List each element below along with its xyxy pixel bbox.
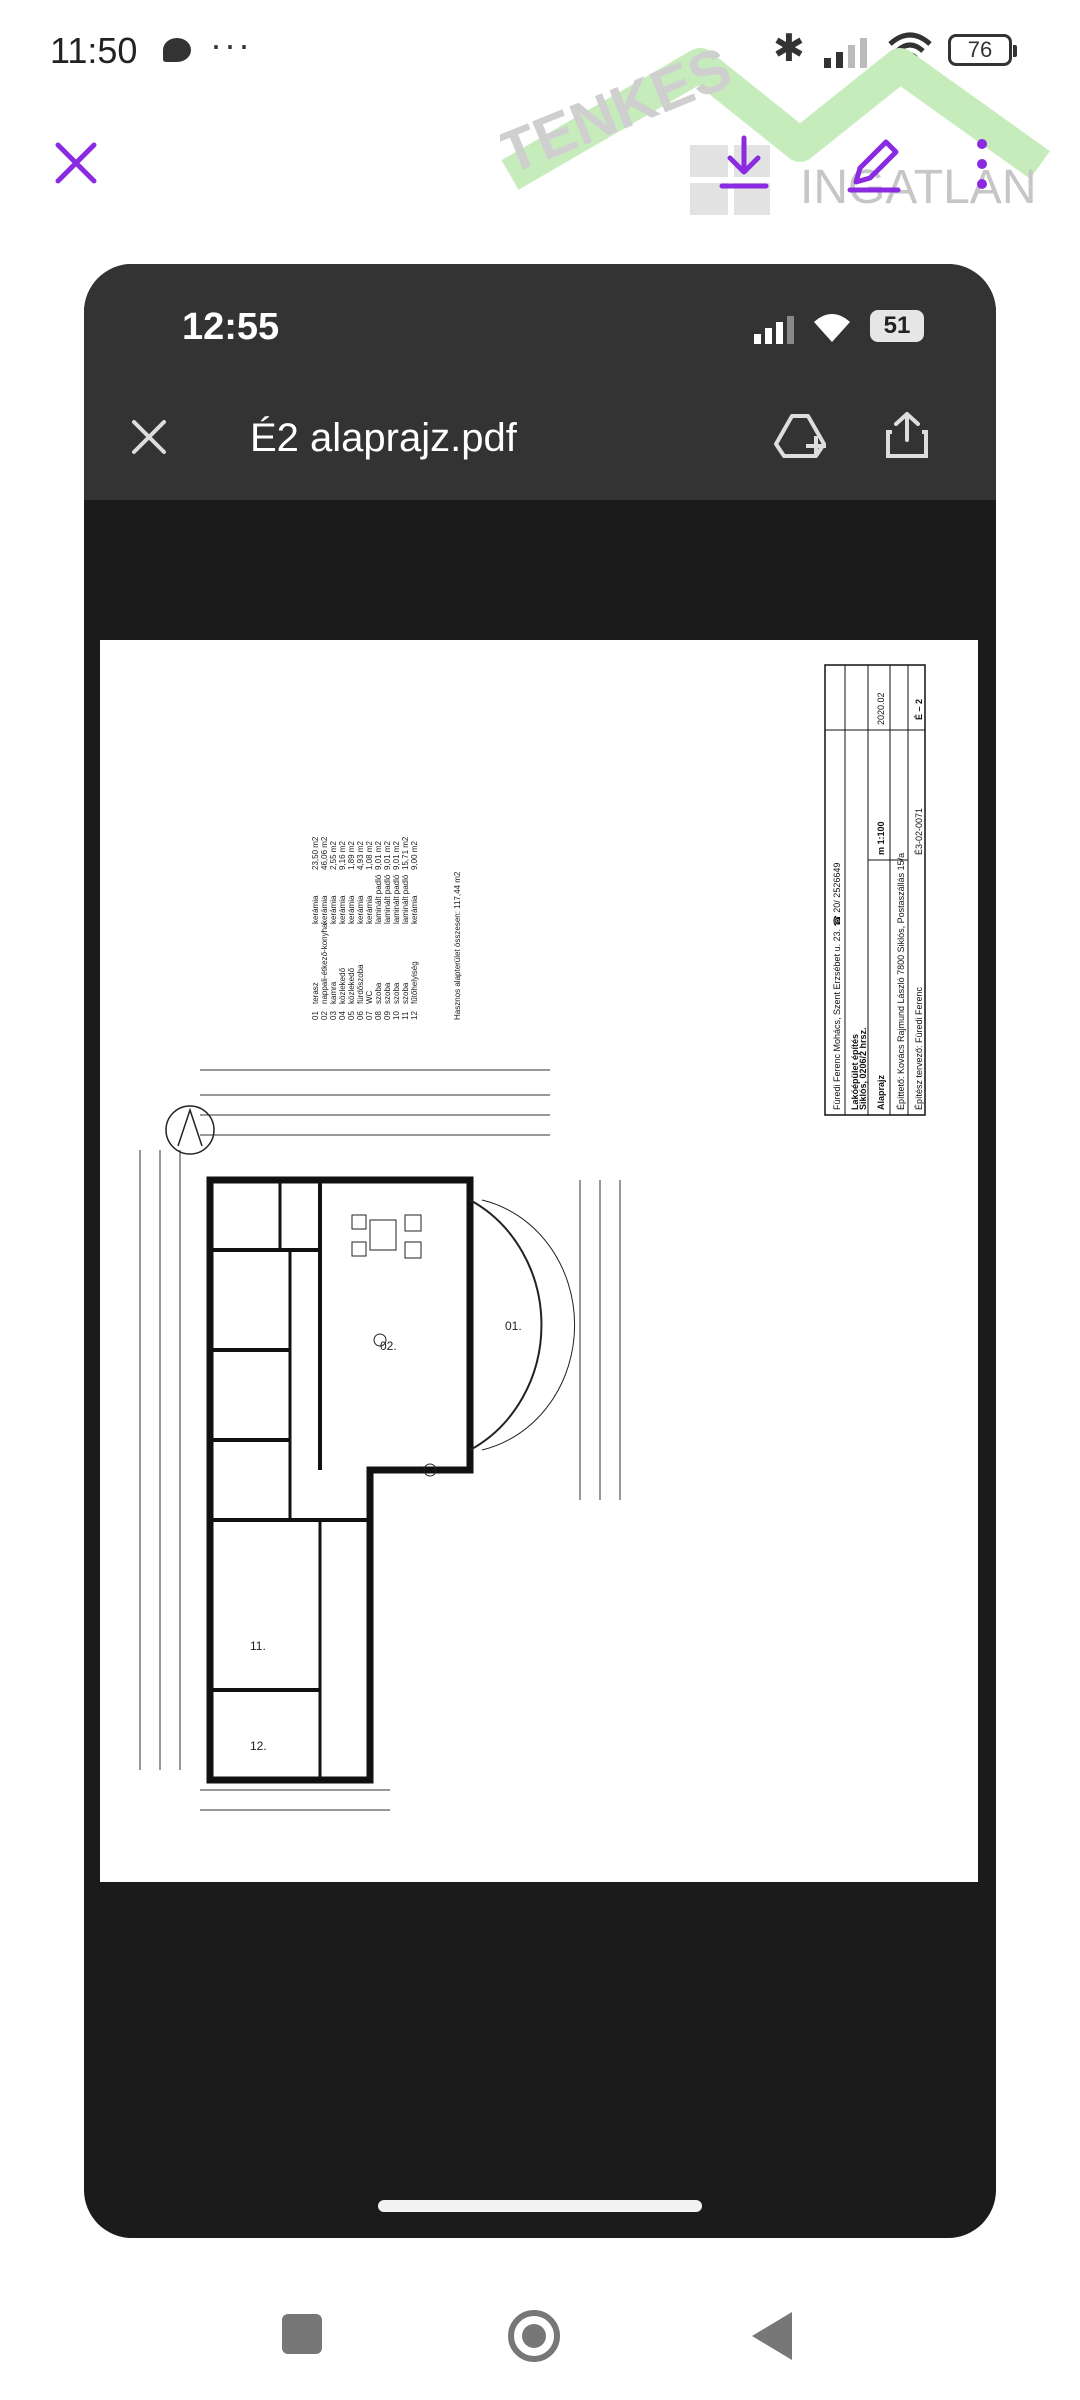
embedded-screenshot: 12:55 51 É2 alaprajz.pdf 01 terasz bbox=[84, 264, 996, 2238]
battery-indicator: 76 bbox=[948, 34, 1017, 66]
room-total: Hasznos alapterület összesen: 117,44 m2 bbox=[453, 871, 462, 1020]
room-floor: kerámia bbox=[338, 895, 347, 924]
room-floor: kerámia bbox=[365, 895, 374, 924]
room-no: 01 bbox=[311, 1011, 320, 1020]
inner-signal-icon bbox=[754, 316, 794, 344]
room-area: 15,71 m2 bbox=[401, 836, 410, 870]
room-name: szoba bbox=[401, 982, 410, 1004]
room-name: WC bbox=[365, 990, 374, 1004]
room-no: 08 bbox=[374, 1011, 383, 1020]
pdf-viewer-appbar: É2 alaprajz.pdf bbox=[84, 374, 996, 500]
room-name: fürdőszoba bbox=[356, 964, 365, 1004]
home-circle-icon[interactable] bbox=[508, 2310, 560, 2362]
download-icon[interactable] bbox=[712, 132, 776, 196]
status-time: 11:50 bbox=[50, 30, 138, 71]
room-area: 1,89 m2 bbox=[347, 841, 356, 870]
tb-project: Lakóépület építés bbox=[850, 1034, 860, 1110]
room-schedule: 01 terasz kerámia 23,50 m2 02 nappali-étkező-… bbox=[311, 836, 462, 1020]
pdf-file-name: É2 alaprajz.pdf bbox=[250, 416, 517, 460]
more-notifications-icon: ··· bbox=[210, 24, 252, 65]
room-area: 9,16 m2 bbox=[338, 841, 347, 870]
room-floor: kerámia bbox=[320, 895, 329, 924]
add-to-drive-icon bbox=[774, 414, 826, 458]
room-floor: laminált padló bbox=[392, 874, 401, 924]
room-name: kamra bbox=[329, 981, 338, 1004]
tb-sheet-no: É – 2 bbox=[914, 699, 924, 720]
share-icon bbox=[886, 412, 928, 458]
tb-scale: m 1:100 bbox=[876, 821, 886, 855]
room-no: 06 bbox=[356, 1011, 365, 1020]
room-no: 10 bbox=[392, 1011, 401, 1020]
room-area: 9,01 m2 bbox=[374, 841, 383, 870]
tb-license: É3-02-0071 bbox=[914, 808, 924, 855]
bluetooth-icon: ✱ bbox=[773, 28, 805, 70]
room-name: közlekedő bbox=[347, 967, 356, 1004]
tb-client: Építtető: Kovács Rajmund László 7800 Sik… bbox=[896, 853, 906, 1110]
svg-text:02.: 02. bbox=[380, 1339, 397, 1353]
inner-home-indicator bbox=[378, 2200, 702, 2212]
tb-architect: Építész tervező: Füredi Ferenc bbox=[914, 986, 924, 1110]
room-area: 9,01 m2 bbox=[392, 841, 401, 870]
close-icon[interactable] bbox=[48, 135, 104, 191]
room-floor: laminált padló bbox=[401, 874, 410, 924]
cellular-signal-icon bbox=[824, 38, 867, 68]
tb-designer: Füredi Ferenc Mohács, Szent Erzsébet u. … bbox=[832, 863, 842, 1110]
edit-pen-icon[interactable] bbox=[842, 132, 906, 196]
room-no: 02 bbox=[320, 1011, 329, 1020]
room-name: szoba bbox=[392, 982, 401, 1004]
room-area: 2,55 m2 bbox=[329, 841, 338, 870]
inner-battery: 51 bbox=[870, 310, 924, 342]
room-name: fűtőhelyiség bbox=[410, 961, 419, 1004]
room-floor: kerámia bbox=[356, 895, 365, 924]
pdf-page: 01 terasz kerámia 23,50 m2 02 nappali-étkező-… bbox=[100, 640, 978, 1882]
room-name: közlekedő bbox=[338, 967, 347, 1004]
room-name: szoba bbox=[383, 982, 392, 1004]
room-area: 9,01 m2 bbox=[383, 841, 392, 870]
message-notification-icon bbox=[163, 38, 191, 62]
more-vertical-icon[interactable] bbox=[950, 132, 1014, 196]
room-floor: laminált padló bbox=[374, 874, 383, 924]
room-no: 07 bbox=[365, 1011, 374, 1020]
svg-text:11.: 11. bbox=[250, 1639, 266, 1653]
room-name: nappali-étkező-konyha bbox=[320, 923, 329, 1004]
room-area: 46,06 m2 bbox=[320, 836, 329, 870]
room-area: 4,93 m2 bbox=[356, 841, 365, 870]
floor-plan-drawing: 02. 01. 11. 12. bbox=[139, 1069, 621, 1811]
room-floor: kerámia bbox=[347, 895, 356, 924]
back-triangle-icon[interactable] bbox=[752, 2312, 792, 2360]
room-area: 23,50 m2 bbox=[311, 836, 320, 870]
close-icon bbox=[132, 420, 166, 454]
room-no: 04 bbox=[338, 1011, 347, 1020]
room-floor: kerámia bbox=[311, 895, 320, 924]
tb-location: Siklós, 0206/2 hrsz. bbox=[858, 1027, 868, 1110]
inner-status-bar: 12:55 51 bbox=[84, 264, 996, 374]
drawing-title-block: Füredi Ferenc Mohács, Szent Erzsébet u. … bbox=[824, 664, 926, 1116]
inner-wifi-icon bbox=[814, 314, 850, 342]
room-name: szoba bbox=[374, 982, 383, 1004]
room-floor: laminált padló bbox=[383, 874, 392, 924]
svg-text:01.: 01. bbox=[505, 1319, 522, 1333]
room-area: 9,00 m2 bbox=[410, 841, 419, 870]
tenkes-ingatlan-watermark-logo: TENKES INGATLAN bbox=[500, 34, 1050, 215]
room-no: 09 bbox=[383, 1011, 392, 1020]
room-name: terasz bbox=[311, 982, 320, 1004]
room-no: 03 bbox=[329, 1011, 338, 1020]
recents-square-icon[interactable] bbox=[282, 2314, 322, 2354]
svg-text:12.: 12. bbox=[250, 1739, 267, 1753]
room-floor: kerámia bbox=[329, 895, 338, 924]
tb-sheet: Alaprajz bbox=[876, 1074, 886, 1110]
room-floor: kerámia bbox=[410, 895, 419, 924]
tb-date: 2020.02 bbox=[876, 692, 886, 725]
room-no: 11 bbox=[401, 1011, 410, 1020]
svg-text:INGATLAN: INGATLAN bbox=[800, 161, 1036, 214]
status-bar: 11:50 ··· ✱ 76 bbox=[0, 0, 1080, 100]
inner-status-time: 12:55 bbox=[182, 306, 280, 348]
room-no: 05 bbox=[347, 1011, 356, 1020]
room-no: 12 bbox=[410, 1011, 419, 1020]
room-area: 1,08 m2 bbox=[365, 841, 374, 870]
